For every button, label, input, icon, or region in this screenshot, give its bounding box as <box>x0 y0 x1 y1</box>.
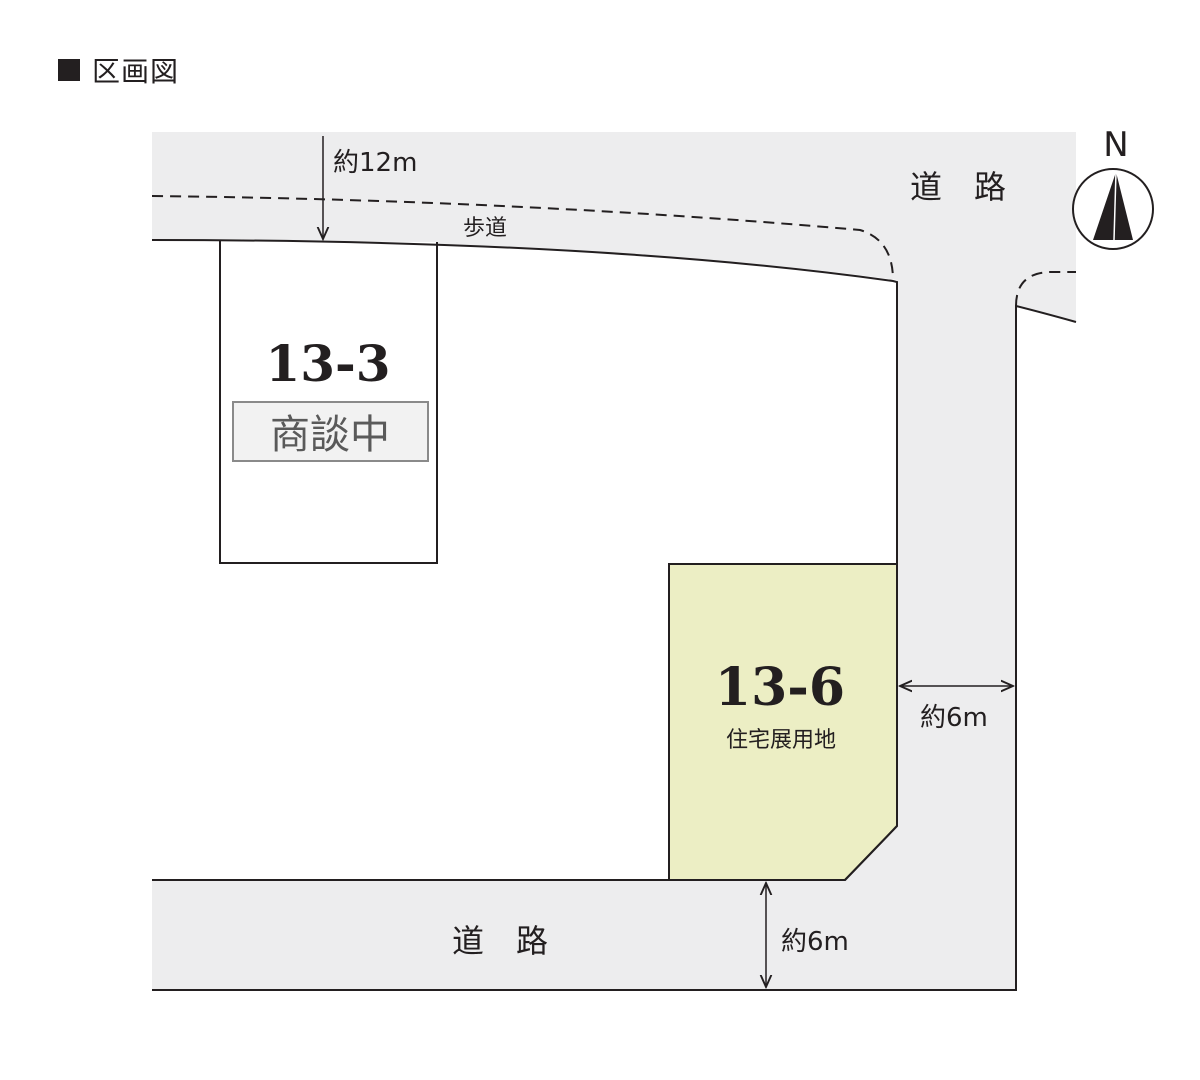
right-road-width-label: 約6m <box>920 703 988 733</box>
road-label-bottom: 道 路 <box>452 922 548 960</box>
road-edge-top <box>151 239 898 881</box>
sidewalk-label: 歩道 <box>463 216 507 241</box>
lot-13-6-number: 13-6 <box>715 657 845 718</box>
sidewalk-line <box>151 195 894 281</box>
bottom-road-width-label: 約6m <box>781 927 849 957</box>
north-label: N <box>1103 125 1128 165</box>
lot-13-3-number: 13-3 <box>265 334 390 393</box>
north-compass-icon: N <box>1072 125 1154 250</box>
title-square-icon <box>58 59 80 81</box>
top-road-width-label: 約12m <box>333 148 417 178</box>
road-label-top: 道 路 <box>910 168 1006 206</box>
sidewalk-line-right <box>1015 271 1076 307</box>
road-area <box>152 132 1076 990</box>
lot-13-3-status: 商談中 <box>270 412 390 458</box>
lot-13-3-status-box <box>232 401 429 462</box>
lot-13-6-note: 住宅展用地 <box>726 728 836 753</box>
page-title-text: 区画図 <box>92 55 180 88</box>
lot-13-6-area[interactable] <box>668 563 898 881</box>
page-title: 区画図 <box>58 52 179 88</box>
